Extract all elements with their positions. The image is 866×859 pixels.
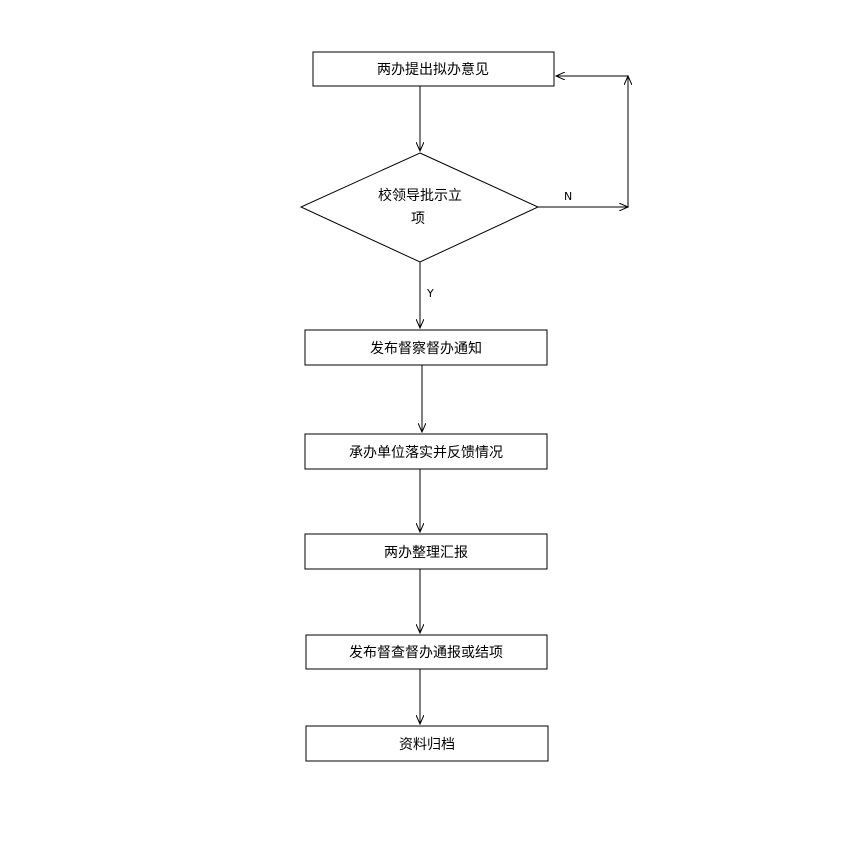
node-report-label: 两办整理汇报	[384, 545, 468, 561]
node-implement: 承办单位落实并反馈情况	[304, 433, 548, 470]
edge-yes-label: Y	[426, 287, 434, 300]
node-notice: 发布督察督办通知	[304, 329, 548, 366]
node-archive: 资料归档	[305, 725, 549, 762]
node-propose-label: 两办提出拟办意见	[377, 61, 489, 78]
edge-no-loop	[538, 76, 629, 208]
node-report: 两办整理汇报	[304, 533, 548, 570]
edge-no-label: N	[564, 190, 572, 203]
node-implement-label: 承办单位落实并反馈情况	[349, 445, 503, 461]
node-approve-label-line1: 校领导批示立	[378, 187, 462, 204]
node-propose: 两办提出拟办意见	[312, 51, 555, 87]
node-notice-label: 发布督察督办通知	[370, 340, 482, 357]
node-approve-label-line2: 项	[411, 211, 425, 227]
node-approve-decision: 校领导批示立 项	[299, 152, 540, 263]
node-bulletin: 发布督查督办通报或结项	[305, 634, 548, 670]
node-archive-label: 资料归档	[399, 736, 455, 753]
node-bulletin-label: 发布督查督办通报或结项	[349, 645, 503, 661]
